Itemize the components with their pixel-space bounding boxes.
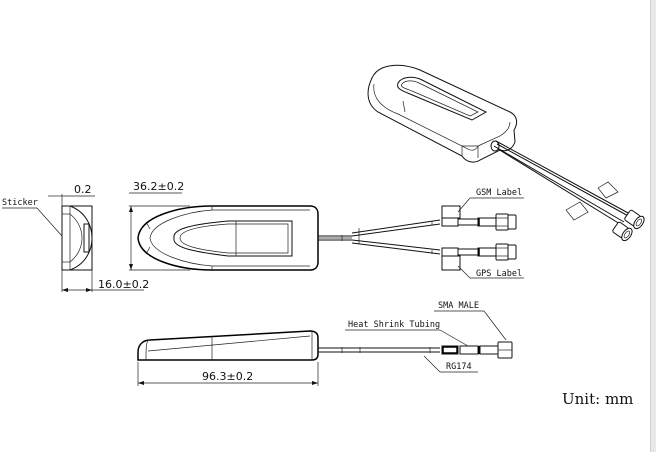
gsm-label: GSM Label xyxy=(476,188,522,198)
top-view xyxy=(129,192,524,279)
sticker-label: Sticker xyxy=(2,198,38,208)
gps-label: GPS Label xyxy=(476,269,522,279)
page-edge xyxy=(650,0,656,452)
side-view xyxy=(2,194,144,292)
heat-shrink-label: Heat Shrink Tubing xyxy=(348,320,440,330)
isometric-view xyxy=(367,64,645,242)
thickness-dimension: 0.2 xyxy=(74,183,92,196)
front-view xyxy=(137,310,513,386)
width-dimension: 36.2±0.2 xyxy=(133,180,184,193)
rg174-label: RG174 xyxy=(446,362,472,372)
length-dimension: 96.3±0.2 xyxy=(202,370,253,383)
unit-note: Unit: mm xyxy=(562,390,633,408)
sma-male-label: SMA MALE xyxy=(438,301,479,311)
depth-dimension: 16.0±0.2 xyxy=(98,278,149,291)
